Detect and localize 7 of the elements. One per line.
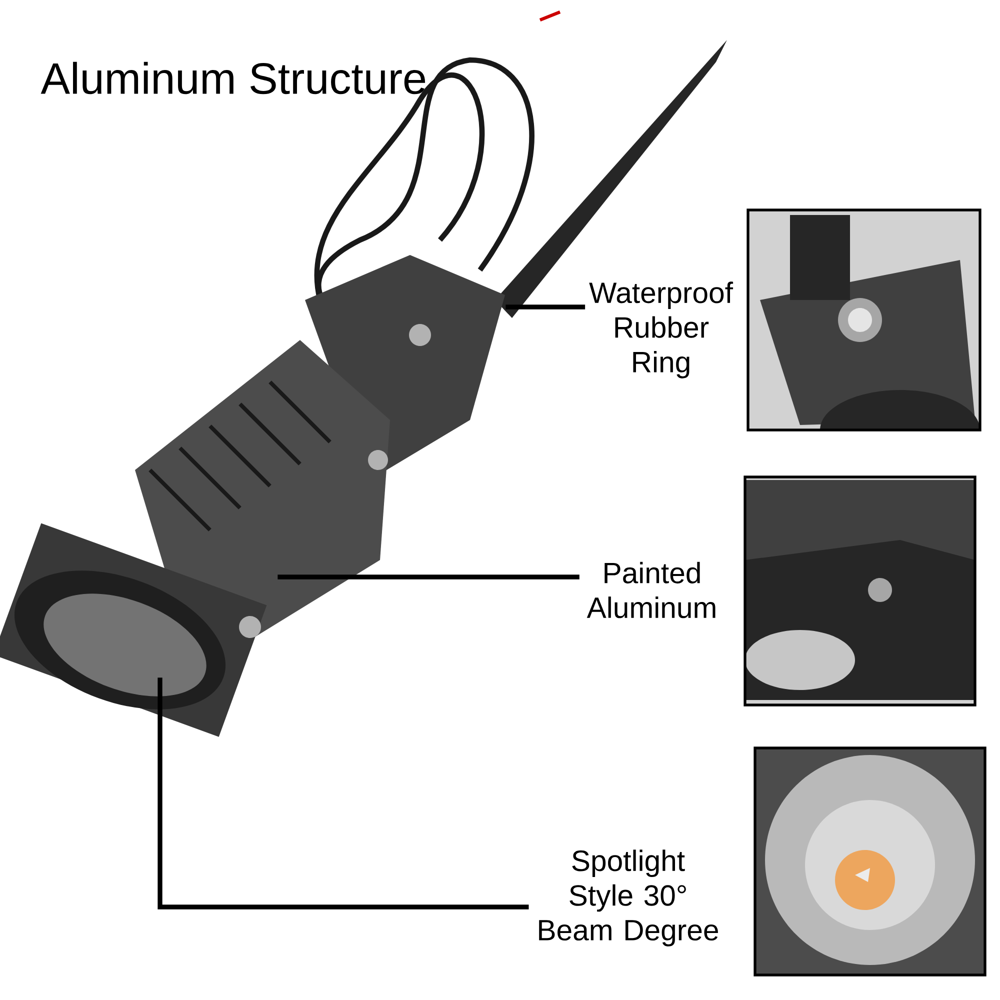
callout-text: Spotlight Style 30° Beam Degree (539, 850, 718, 946)
leader-line (158, 678, 529, 910)
leader-line (278, 574, 580, 580)
leader-line (506, 304, 586, 310)
callout-text: Painted Aluminum (586, 562, 716, 618)
callout-text: Waterproof Rubber Ring (589, 282, 734, 378)
title: Aluminum Structure (40, 62, 426, 94)
